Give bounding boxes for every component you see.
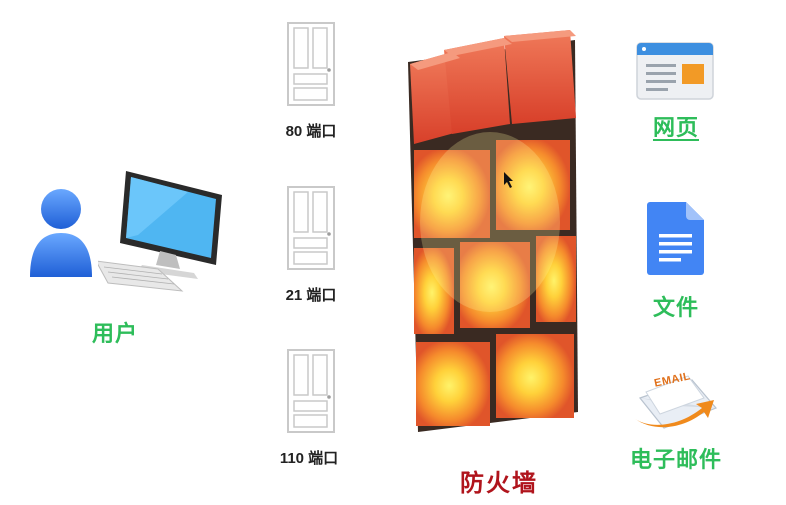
user-label: 用户 [91, 322, 138, 347]
firewall-label: 防火墙 [460, 469, 538, 497]
door-icon [287, 186, 335, 270]
email-label: 电子邮件 [629, 448, 722, 473]
email-icon[interactable]: EMAIL [630, 368, 720, 434]
door-icon [287, 22, 335, 106]
envelope-icon [634, 375, 718, 429]
file-label: 文件 [652, 296, 699, 321]
document-icon[interactable] [646, 200, 706, 276]
port-21-label: 21 端口 [285, 287, 337, 304]
webpage-label[interactable]: 网页 [652, 116, 699, 141]
port-80-label: 80 端口 [285, 123, 337, 140]
computer-icon [98, 171, 222, 292]
door-icon [287, 349, 335, 433]
user-group [18, 165, 228, 305]
port-110-label: 110 端口 [279, 450, 339, 467]
brick-wall-icon [408, 30, 578, 432]
webpage-icon[interactable] [636, 42, 714, 100]
user-icon [30, 189, 92, 277]
